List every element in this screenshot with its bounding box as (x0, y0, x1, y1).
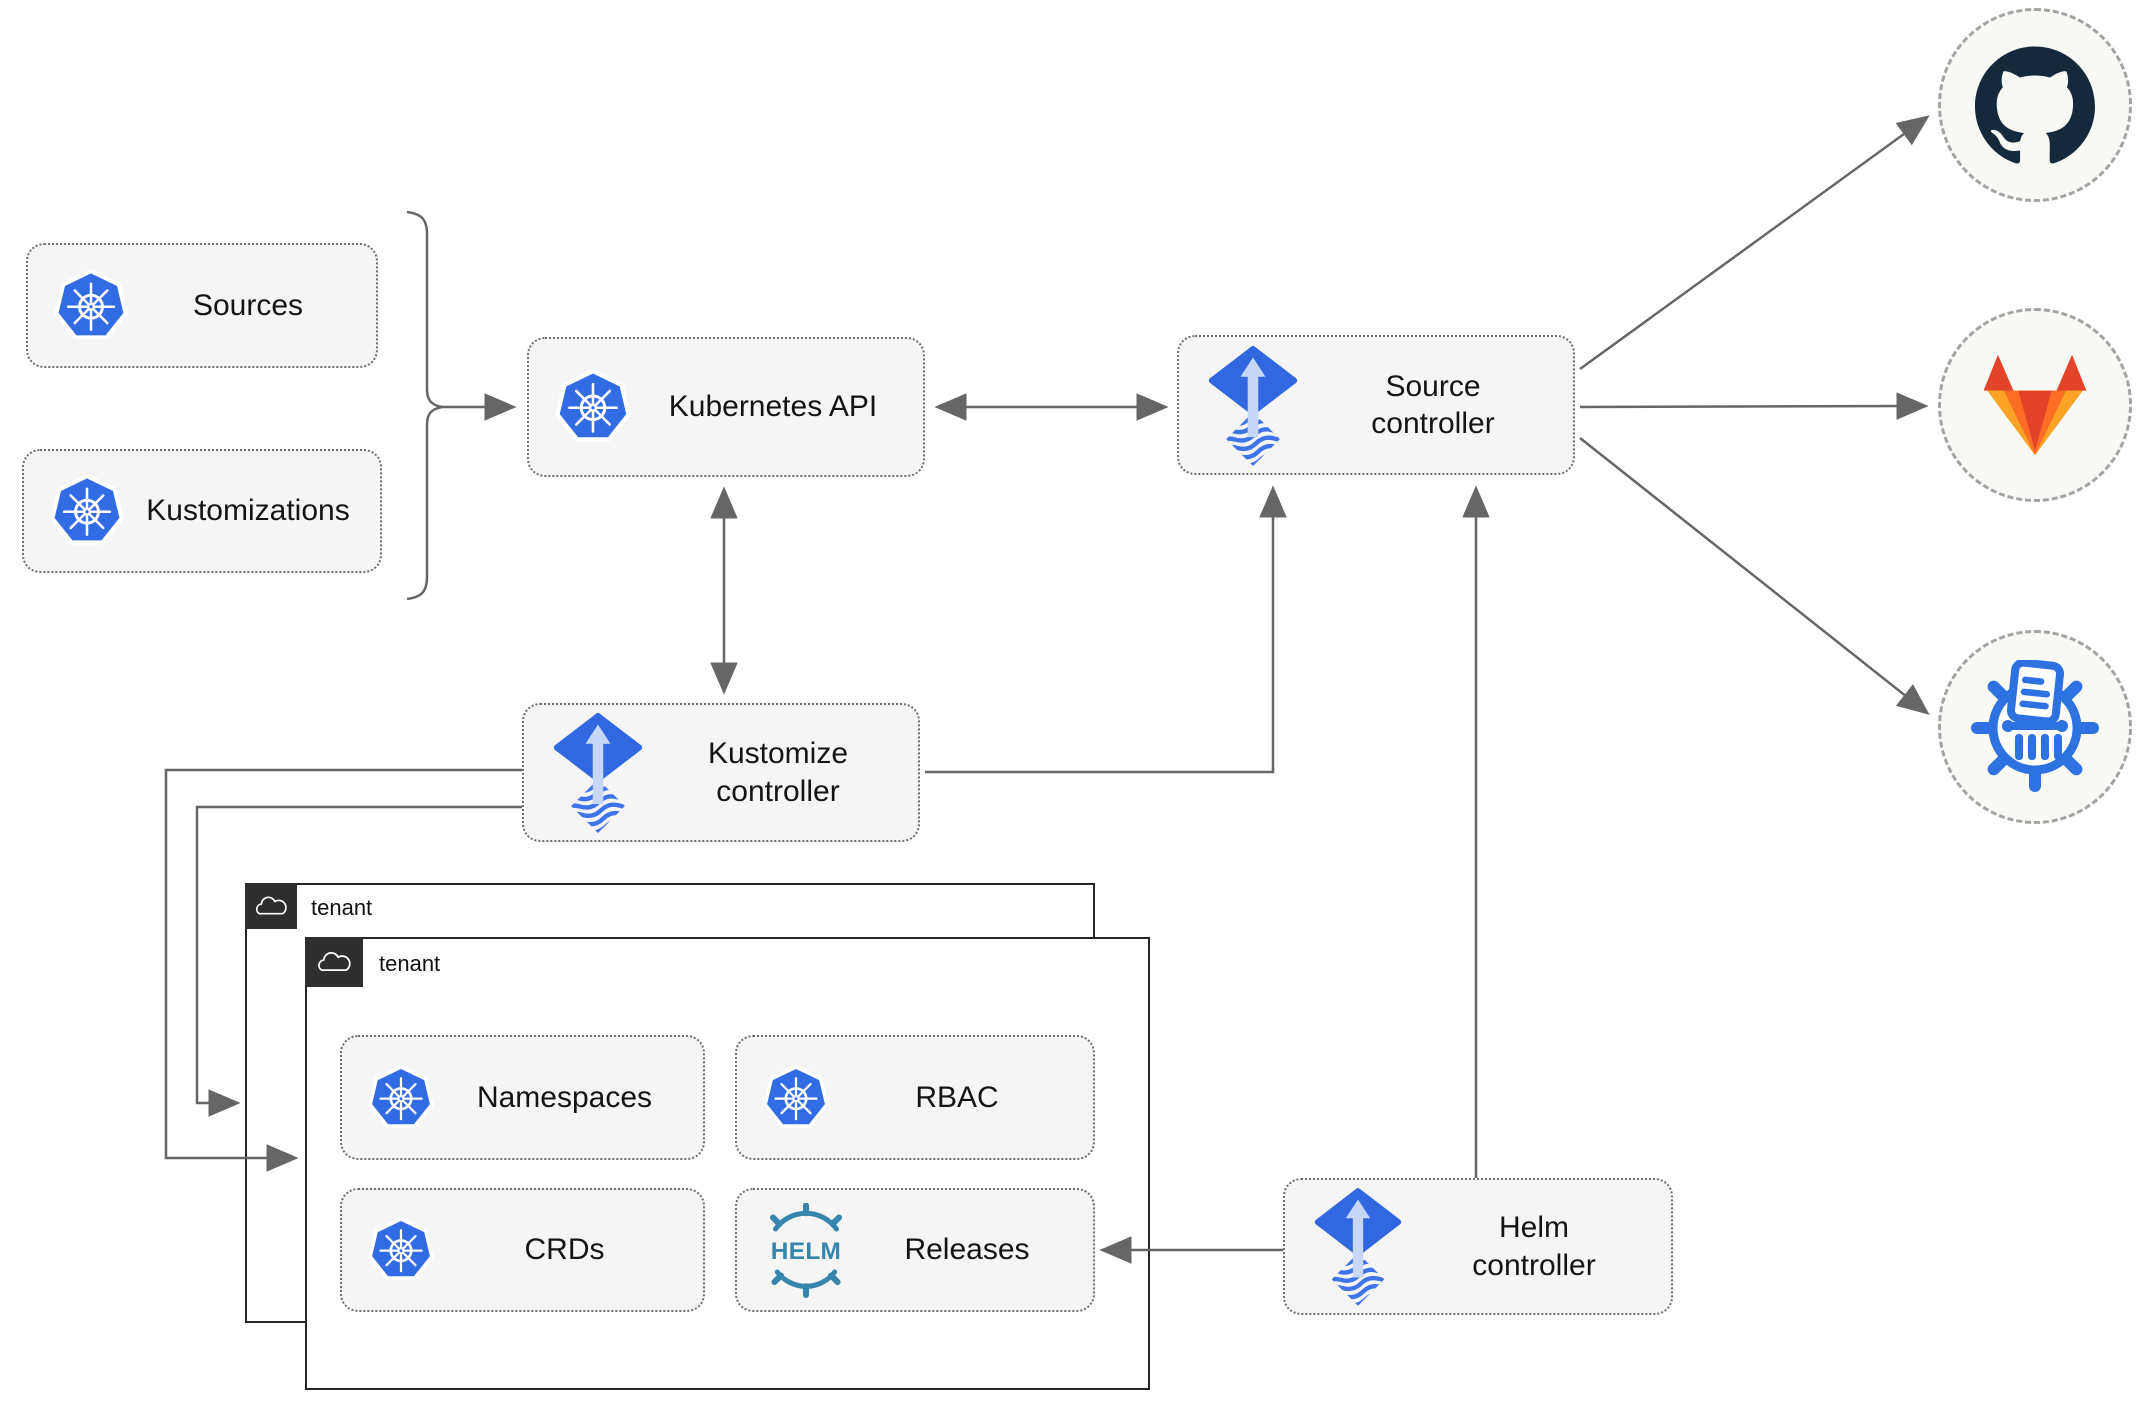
node-kustomize-controller: Kustomize controller (522, 703, 920, 842)
node-label-text: Helm controller (1472, 1211, 1596, 1282)
kubernetes-icon (54, 269, 128, 343)
flux-icon (1205, 345, 1301, 466)
flux-icon (550, 712, 646, 833)
kubernetes-icon (368, 1217, 434, 1283)
flux-icon (1311, 1187, 1405, 1306)
node-kustomizations: Kustomizations (22, 449, 382, 573)
node-sources: Sources (26, 243, 378, 368)
chartmuseum-target (1938, 630, 2132, 824)
node-label-text: Kustomize controller (707, 737, 849, 808)
node-label: Kubernetes API (668, 390, 878, 424)
node-label: Namespaces (476, 1080, 653, 1114)
node-label: Helm controller (1423, 1209, 1645, 1284)
node-label: Sources (192, 288, 304, 322)
node-label: CRDs (524, 1233, 605, 1267)
node-crds: CRDs (340, 1188, 705, 1312)
tenant-group-front: tenant (305, 937, 1150, 1390)
node-label: Kustomize controller (664, 735, 892, 810)
node-label: RBAC (915, 1080, 999, 1114)
kubernetes-icon (555, 369, 631, 445)
gitlab-target (1938, 308, 2132, 502)
node-label: Source controller (1319, 368, 1547, 443)
node-source-controller: Source controller (1177, 335, 1575, 475)
node-rbac: RBAC (735, 1035, 1095, 1160)
github-target (1938, 8, 2132, 202)
node-releases: Releases (735, 1188, 1095, 1312)
node-label-text: Source controller (1371, 369, 1495, 441)
kubernetes-icon (50, 474, 124, 548)
node-kubernetes-api: Kubernetes API (527, 337, 925, 477)
helm-icon (763, 1203, 849, 1298)
node-helm-controller: Helm controller (1283, 1178, 1673, 1315)
node-label: Kustomizations (146, 494, 350, 528)
kubernetes-icon (763, 1065, 829, 1131)
node-label: Releases (904, 1233, 1030, 1267)
kubernetes-icon (368, 1065, 434, 1131)
node-namespaces: Namespaces (340, 1035, 705, 1160)
